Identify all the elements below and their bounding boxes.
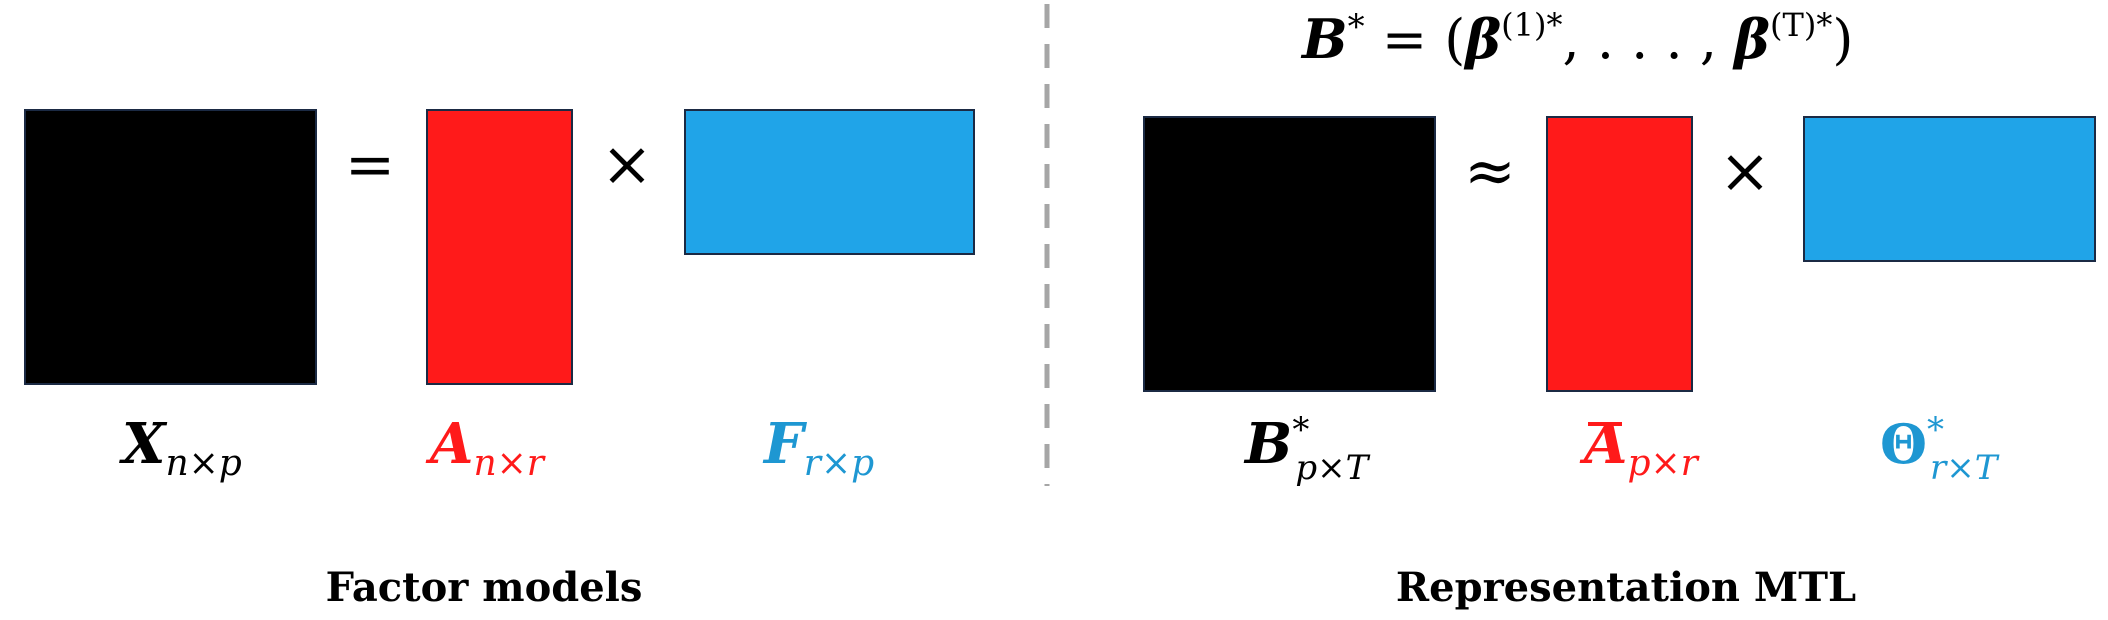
svg-text:Ap×r: Ap×r xyxy=(1579,411,1700,484)
equals-operator: = xyxy=(345,130,395,200)
a-bar-label: Ap×r xyxy=(1579,411,1700,484)
b-matrix-block xyxy=(1143,116,1436,392)
f-matrix-block xyxy=(684,109,975,255)
approx-operator: ≈ xyxy=(1464,134,1516,207)
a-bar-matrix-block xyxy=(1546,116,1693,392)
left-caption: Factor models xyxy=(326,564,643,611)
x-label: Xn×p xyxy=(119,411,242,484)
f-label: Fr×p xyxy=(762,411,874,484)
a-label: An×r xyxy=(425,411,546,484)
times-operator-left: × xyxy=(601,127,653,200)
a-matrix-block xyxy=(426,109,573,385)
right-panel: B* = (β(1)*, . . . , β(T)*) ≈ × B*p×T Ap… xyxy=(1143,6,2096,611)
b-label: B*p×T xyxy=(1243,410,1371,488)
right-caption: Representation MTL xyxy=(1396,564,1856,611)
times-operator-right: × xyxy=(1719,134,1771,207)
theta-label: Θ*r×T xyxy=(1880,410,2000,488)
theta-matrix-block xyxy=(1803,116,2096,262)
left-panel: = × Xn×p An×r Fr×p Factor models xyxy=(24,109,975,611)
x-matrix-block xyxy=(24,109,317,385)
top-equation: B* = (β(1)*, . . . , β(T)*) xyxy=(1300,6,1853,71)
